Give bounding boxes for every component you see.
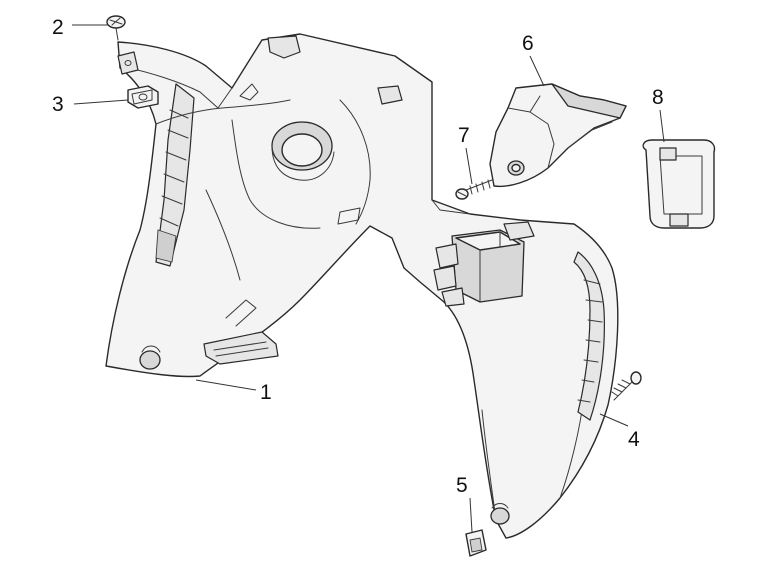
leader-8 [659,109,665,143]
leader-3 [73,99,129,105]
part-4-screw [611,371,642,401]
callout-3: 3 [52,93,64,116]
part-5-clip [465,529,487,557]
callout-5: 5 [456,474,468,497]
callout-4: 4 [628,428,640,451]
callout-8: 8 [652,86,664,109]
part-3-clip-nut [117,51,159,109]
callout-6: 6 [522,32,534,55]
callout-2: 2 [52,16,64,39]
callout-labels: 2 3 1 4 5 6 7 8 [52,16,664,497]
leader-lines [72,24,665,533]
leader-4 [599,413,629,427]
part-8-frame [642,139,716,229]
leader-6 [529,55,545,87]
part-1-inner-shield-panel [105,33,619,539]
callout-7: 7 [458,124,470,147]
leader-7 [465,147,473,185]
part-2-screw [106,15,126,41]
part-7-screw [455,179,493,200]
part-6-bracket [489,83,627,188]
leader-5 [469,497,473,533]
callout-1: 1 [260,381,272,404]
leader-1 [195,379,257,391]
